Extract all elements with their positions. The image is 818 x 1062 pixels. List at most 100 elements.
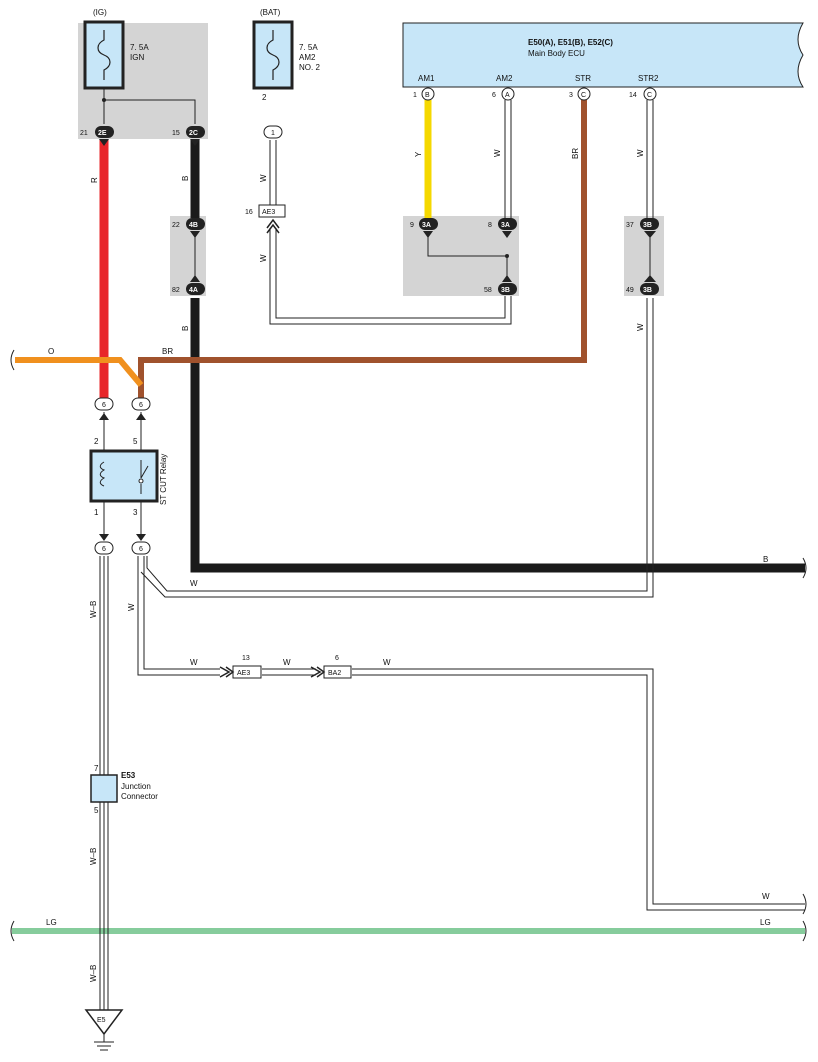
relay-pin1: 1	[94, 508, 99, 517]
connector-3B-58-label: 3B	[501, 287, 510, 294]
relay-conn-top-right: 6	[131, 397, 151, 411]
label-w-3: W	[493, 149, 502, 157]
connector-ba2-label: BA2	[328, 670, 341, 677]
label-yellow: Y	[414, 151, 423, 157]
relay-pin5: 5	[133, 437, 138, 446]
wire-labels: R B B W W Y W BR W W BR O B W W W W W W …	[46, 148, 771, 982]
connector-3A-9-num: 9	[410, 222, 414, 229]
ecu-pin-am2-conn: A	[505, 92, 510, 99]
bat-fuse-name1: AM2	[299, 53, 316, 62]
bat-source-label: (BAT)	[260, 8, 281, 17]
label-brown-2: BR	[162, 347, 173, 356]
ecu-pin-am1-conn: B	[425, 92, 430, 99]
orange-wire	[15, 357, 144, 387]
am2-fuse-symbol	[266, 30, 280, 80]
wire-break-marks	[10, 349, 807, 942]
chevron-ae3-bottom	[219, 666, 235, 678]
ecu-term-str: STR	[575, 74, 591, 83]
label-lg-right: LG	[760, 918, 771, 927]
label-wb-1: W–B	[89, 601, 98, 618]
relay-contact-point	[138, 478, 144, 484]
connector-arrows	[99, 139, 656, 541]
label-red: R	[90, 177, 99, 183]
label-black-2: B	[181, 326, 190, 331]
label-w-8: W	[190, 658, 198, 667]
main-body-ecu	[402, 22, 804, 88]
connector-2C-label: 2C	[189, 130, 198, 137]
connector-2E-label: 2E	[98, 130, 107, 137]
connector-3A-9-label: 3A	[422, 222, 431, 229]
connector-3B-58-num: 58	[484, 287, 492, 294]
connector-ae3-top-label: AE3	[262, 209, 275, 216]
connector-3B-49-label: 3B	[643, 287, 652, 294]
connector-ae3-bottom: AE3 13	[232, 655, 262, 679]
connector-3B-37-num: 37	[626, 222, 634, 229]
brown-wire	[138, 100, 587, 398]
relay-conn-bottom-left-label: 6	[102, 546, 106, 553]
ecu-pin-am2: A 6	[492, 87, 515, 101]
ground-symbol	[84, 1009, 124, 1036]
ecu-pin-str2-num: 14	[629, 92, 637, 99]
connector-4B: 4B 22	[172, 218, 205, 230]
junction-name1: Junction	[121, 782, 151, 791]
label-w-11: W	[762, 892, 770, 901]
ecu-pin-str-conn: C	[581, 92, 586, 99]
ign-fuse-symbol	[97, 30, 111, 80]
ecu-pin-str: C 3	[569, 87, 591, 101]
ecu-subtitle: Main Body ECU	[528, 49, 585, 58]
connector-4A-label: 4A	[189, 287, 198, 294]
connector-3B-37-label: 3B	[643, 222, 652, 229]
bat-fuse-rating: 7. 5A	[299, 43, 318, 52]
relay-conn-bottom-right: 6	[131, 541, 151, 555]
relay-pin2: 2	[94, 437, 99, 446]
connector-2E: 2E 21	[80, 126, 114, 138]
relay-coil	[99, 461, 106, 487]
connector-3A-8-num: 8	[488, 222, 492, 229]
e53-junction-connector	[90, 774, 118, 803]
connector-4B-label: 4B	[189, 222, 198, 229]
label-w-1: W	[259, 174, 268, 182]
connector-4B-num: 22	[172, 222, 180, 229]
ig-fuse-rating: 7. 5A	[130, 43, 149, 52]
connector-3B-37: 3B 37	[626, 218, 659, 230]
label-brown-1: BR	[571, 148, 580, 159]
connector-3B-49: 3B 49	[626, 283, 659, 295]
relay-conn-top-right-label: 6	[139, 402, 143, 409]
box3-internal	[427, 232, 508, 282]
ecu-pin-am1-num: 1	[413, 92, 417, 99]
label-orange: O	[48, 347, 54, 356]
ground-id: E5	[97, 1017, 106, 1024]
chevron-ba2	[310, 666, 326, 678]
ig-splice	[102, 98, 106, 102]
relay-conn-bottom-right-label: 6	[139, 546, 143, 553]
label-wb-2: W–B	[89, 848, 98, 865]
ecu-term-am1: AM1	[418, 74, 435, 83]
ig-source-label: (IG)	[93, 8, 107, 17]
label-lg-left: LG	[46, 918, 57, 927]
ecu-pin-am1: B 1	[413, 87, 435, 101]
relay-conn-bottom-left: 6	[94, 541, 114, 555]
ecu-term-str2: STR2	[638, 74, 659, 83]
label-w-5: W	[636, 323, 645, 331]
connector-ae3-bottom-label: AE3	[237, 670, 250, 677]
bat-fuse-name2: NO. 2	[299, 63, 320, 72]
connector-4A: 4A 82	[172, 283, 205, 295]
white-wires	[99, 100, 805, 1010]
ecu-pin-str2-conn: C	[647, 92, 652, 99]
st-cut-relay	[89, 449, 159, 503]
connector-3A-9: 3A 9	[410, 218, 438, 230]
ecu-pin-str-num: 3	[569, 92, 573, 99]
connector-2C: 2C 15	[172, 126, 205, 138]
relay-pin3: 3	[133, 508, 138, 517]
connector-ae3-top: AE3 16	[245, 204, 286, 218]
label-w-10: W	[383, 658, 391, 667]
chevron-ae3-top	[266, 218, 280, 234]
connector-2C-num: 15	[172, 130, 180, 137]
box3-splice	[505, 254, 509, 258]
connector-3A-8-label: 3A	[501, 222, 510, 229]
bat-fuse-pin: 2	[262, 93, 267, 102]
connector-ae3-top-num: 16	[245, 209, 253, 216]
connector-1: 1	[263, 125, 283, 139]
junction-pin-top: 7	[94, 764, 99, 773]
